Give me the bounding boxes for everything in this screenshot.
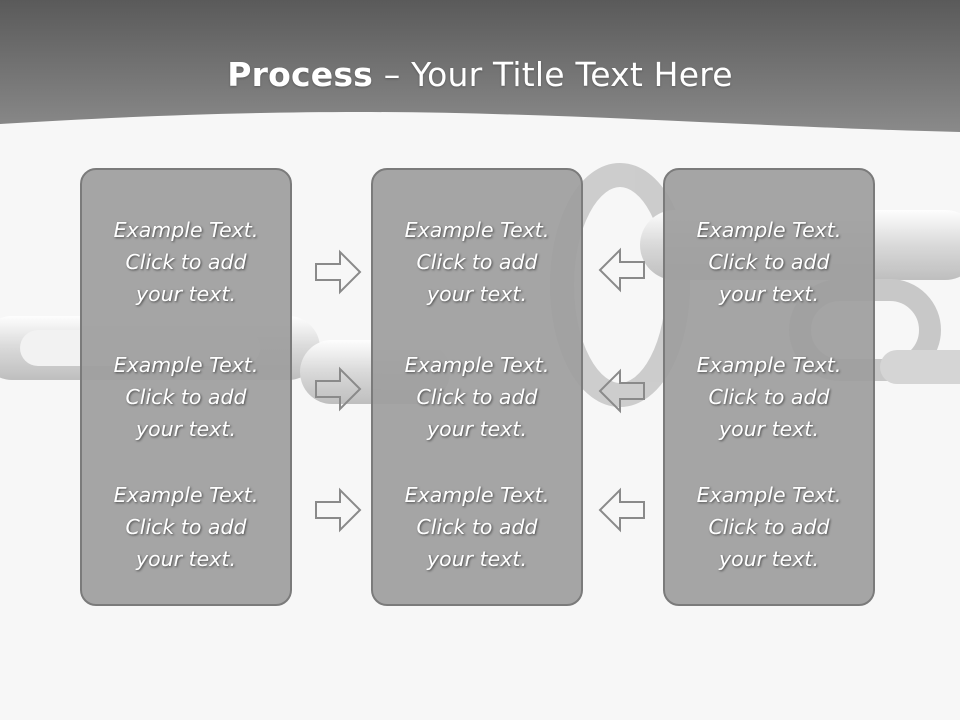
- text-line: Click to add: [125, 385, 247, 409]
- text-placeholder[interactable]: Example Text. Click to add your text.: [373, 214, 581, 310]
- text-line: Click to add: [416, 250, 538, 274]
- text-line: Example Text.: [404, 218, 550, 242]
- text-placeholder[interactable]: Example Text. Click to add your text.: [82, 214, 290, 310]
- left-arrow-icon: [598, 368, 645, 414]
- text-line: Example Text.: [696, 218, 842, 242]
- header-band: [0, 0, 960, 132]
- process-panel-center[interactable]: Example Text. Click to add your text. Ex…: [371, 168, 583, 606]
- text-placeholder[interactable]: Example Text. Click to add your text.: [665, 214, 873, 310]
- right-arrow-icon: [315, 249, 362, 295]
- text-line: Click to add: [125, 515, 247, 539]
- page-title[interactable]: Process – Your Title Text Here: [0, 52, 960, 98]
- text-placeholder[interactable]: Example Text. Click to add your text.: [82, 479, 290, 575]
- text-line: Example Text.: [113, 483, 259, 507]
- process-panel-right[interactable]: Example Text. Click to add your text. Ex…: [663, 168, 875, 606]
- text-line: Example Text.: [696, 353, 842, 377]
- text-line: Click to add: [708, 385, 830, 409]
- right-arrow-icon: [315, 366, 362, 412]
- text-line: your text.: [136, 417, 236, 441]
- text-line: Click to add: [416, 515, 538, 539]
- text-line: Click to add: [416, 385, 538, 409]
- text-line: Example Text.: [404, 353, 550, 377]
- text-placeholder[interactable]: Example Text. Click to add your text.: [373, 479, 581, 575]
- text-placeholder[interactable]: Example Text. Click to add your text.: [665, 349, 873, 445]
- title-rest: – Your Title Text Here: [373, 55, 733, 94]
- text-line: your text.: [136, 547, 236, 571]
- process-panel-left[interactable]: Example Text. Click to add your text. Ex…: [80, 168, 292, 606]
- left-arrow-icon: [598, 487, 645, 533]
- text-line: Click to add: [125, 250, 247, 274]
- text-line: Click to add: [708, 250, 830, 274]
- text-line: your text.: [719, 282, 819, 306]
- text-line: Click to add: [708, 515, 830, 539]
- text-line: Example Text.: [696, 483, 842, 507]
- text-line: Example Text.: [113, 218, 259, 242]
- text-placeholder[interactable]: Example Text. Click to add your text.: [665, 479, 873, 575]
- text-line: your text.: [427, 547, 527, 571]
- text-line: your text.: [427, 417, 527, 441]
- text-line: your text.: [427, 282, 527, 306]
- text-line: your text.: [719, 417, 819, 441]
- right-arrow-icon: [315, 487, 362, 533]
- text-line: Example Text.: [404, 483, 550, 507]
- left-arrow-icon: [598, 247, 645, 293]
- title-bold: Process: [227, 55, 374, 94]
- text-line: your text.: [719, 547, 819, 571]
- text-line: Example Text.: [113, 353, 259, 377]
- text-line: your text.: [136, 282, 236, 306]
- text-placeholder[interactable]: Example Text. Click to add your text.: [82, 349, 290, 445]
- text-placeholder[interactable]: Example Text. Click to add your text.: [373, 349, 581, 445]
